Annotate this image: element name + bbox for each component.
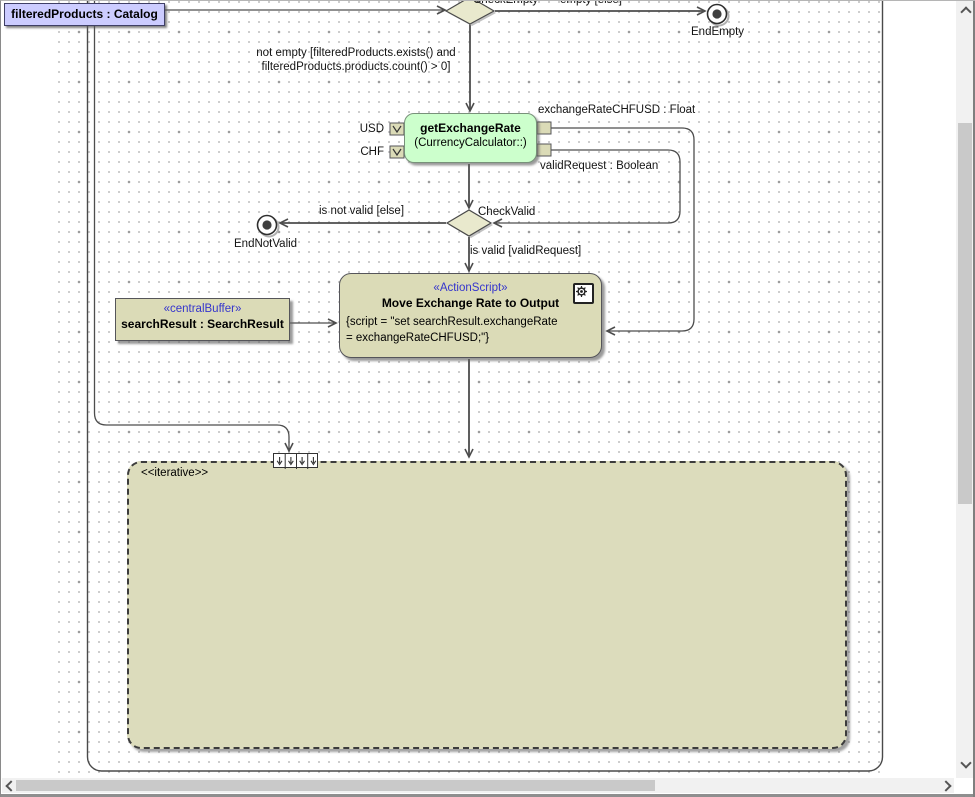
action-behavior-ref: (CurrencyCalculator::) <box>414 137 527 149</box>
object-flow-exchangerate[interactable] <box>551 127 695 336</box>
vertical-scrollbar[interactable] <box>956 1 974 778</box>
pin-chf[interactable] <box>389 145 405 159</box>
buffer-name: searchResult : SearchResult <box>121 317 284 331</box>
guard-line: filteredProducts.products.count() > 0] <box>261 61 451 73</box>
stereotype-label: «centralBuffer» <box>163 303 242 315</box>
pin-usd[interactable] <box>389 122 405 136</box>
stereotype-label: «ActionScript» <box>433 282 508 294</box>
object-flow-filteredproducts-to-region[interactable] <box>93 1 294 453</box>
decision-label-checkvalid: CheckValid <box>478 206 536 218</box>
vertical-scroll-thumb[interactable] <box>958 123 972 504</box>
expansion-node-input[interactable] <box>273 453 318 469</box>
region-stereotype: <<iterative>> <box>141 467 209 479</box>
guard-label-empty-else: empty [else] <box>560 1 622 7</box>
chevron-up-icon <box>960 6 972 18</box>
pin-validrequest[interactable] <box>536 143 552 157</box>
horizontal-scroll-thumb[interactable] <box>16 780 655 791</box>
scroll-right-button[interactable] <box>940 778 954 792</box>
action-title: Move Exchange Rate to Output <box>381 296 560 310</box>
action-script-node[interactable]: «ActionScript» Move Exchange Rate to Out… <box>339 273 602 358</box>
chevron-down-icon <box>960 757 972 769</box>
window-bottom-edge <box>1 793 975 797</box>
final-label-endempty: EndEmpty <box>691 26 745 38</box>
guard-label-is-valid: is valid [validRequest] <box>470 245 582 257</box>
pin-label-exchangerate: exchangeRateCHFUSD : Float <box>538 104 696 116</box>
final-endnotvalid-dot <box>262 220 272 230</box>
guard-label-not-empty: not empty [filteredProducts.exists() and… <box>242 46 470 74</box>
final-endempty-dot <box>712 9 722 19</box>
object-node-label-filteredproducts[interactable]: filteredProducts : Catalog <box>4 3 165 26</box>
value-pin-chevron-icon <box>392 125 402 134</box>
chevron-left-icon <box>5 780 17 792</box>
pin-label-chf: CHF <box>360 146 384 158</box>
script-line: = exchangeRateCHFUSD;"} <box>346 332 490 344</box>
diagram-canvas[interactable]: filteredProducts : Catalog getExchangeRa… <box>2 1 956 778</box>
horizontal-scrollbar[interactable] <box>2 778 954 793</box>
behavior-gear-icon[interactable] <box>573 283 594 304</box>
activity-frame[interactable] <box>86 1 884 772</box>
diagram-shapes <box>86 1 884 772</box>
gear-glyph <box>576 286 587 297</box>
scrollbar-corner <box>954 778 974 793</box>
window-right-edge <box>973 1 975 797</box>
chevron-right-icon <box>940 780 952 792</box>
pin-label-usd: USD <box>359 123 384 135</box>
expansion-region-iterative[interactable]: <<iterative>> <box>127 461 847 749</box>
value-pin-chevron-icon <box>392 148 402 157</box>
expansion-node-arrows-icon <box>276 454 317 469</box>
script-line: {script = "set searchResult.exchangeRate <box>346 316 558 328</box>
decision-checkempty[interactable] <box>444 1 496 25</box>
decision-label-checkempty: CheckEmpty <box>473 1 538 7</box>
central-buffer-node[interactable]: «centralBuffer» searchResult : SearchRes… <box>115 298 290 341</box>
object-flow-validrequest[interactable] <box>492 149 681 228</box>
pin-label-validrequest: validRequest : Boolean <box>540 160 659 172</box>
action-title: getExchangeRate <box>420 121 521 135</box>
final-label-endnotvalid: EndNotValid <box>234 238 298 250</box>
action-getexchangerate[interactable]: getExchangeRate (CurrencyCalculator::) <box>404 113 537 163</box>
guard-label-is-not-valid: is not valid [else] <box>319 205 405 217</box>
scroll-left-button[interactable] <box>2 778 17 792</box>
scroll-down-button[interactable] <box>958 757 972 771</box>
scroll-up-button[interactable] <box>958 3 972 18</box>
decision-checkvalid[interactable] <box>445 209 493 237</box>
pin-exchangerate[interactable] <box>536 121 552 135</box>
guard-line: not empty [filteredProducts.exists() and <box>256 47 456 59</box>
